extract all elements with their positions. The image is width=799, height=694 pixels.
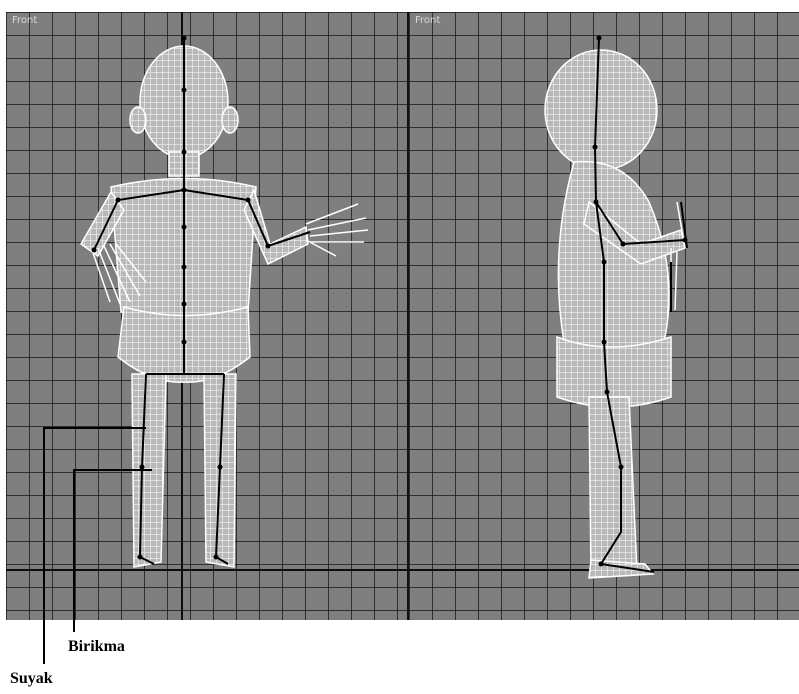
viewports-area: Front [6, 12, 799, 620]
callout-label-suyak: Suyak [10, 670, 53, 688]
callout-label-birikma: Birikma [68, 638, 125, 656]
character-wireframe-front [6, 12, 407, 620]
viewport-front-left[interactable]: Front [6, 12, 409, 620]
viewport-front-right[interactable]: Front [409, 12, 799, 620]
character-wireframe-side [409, 12, 799, 620]
